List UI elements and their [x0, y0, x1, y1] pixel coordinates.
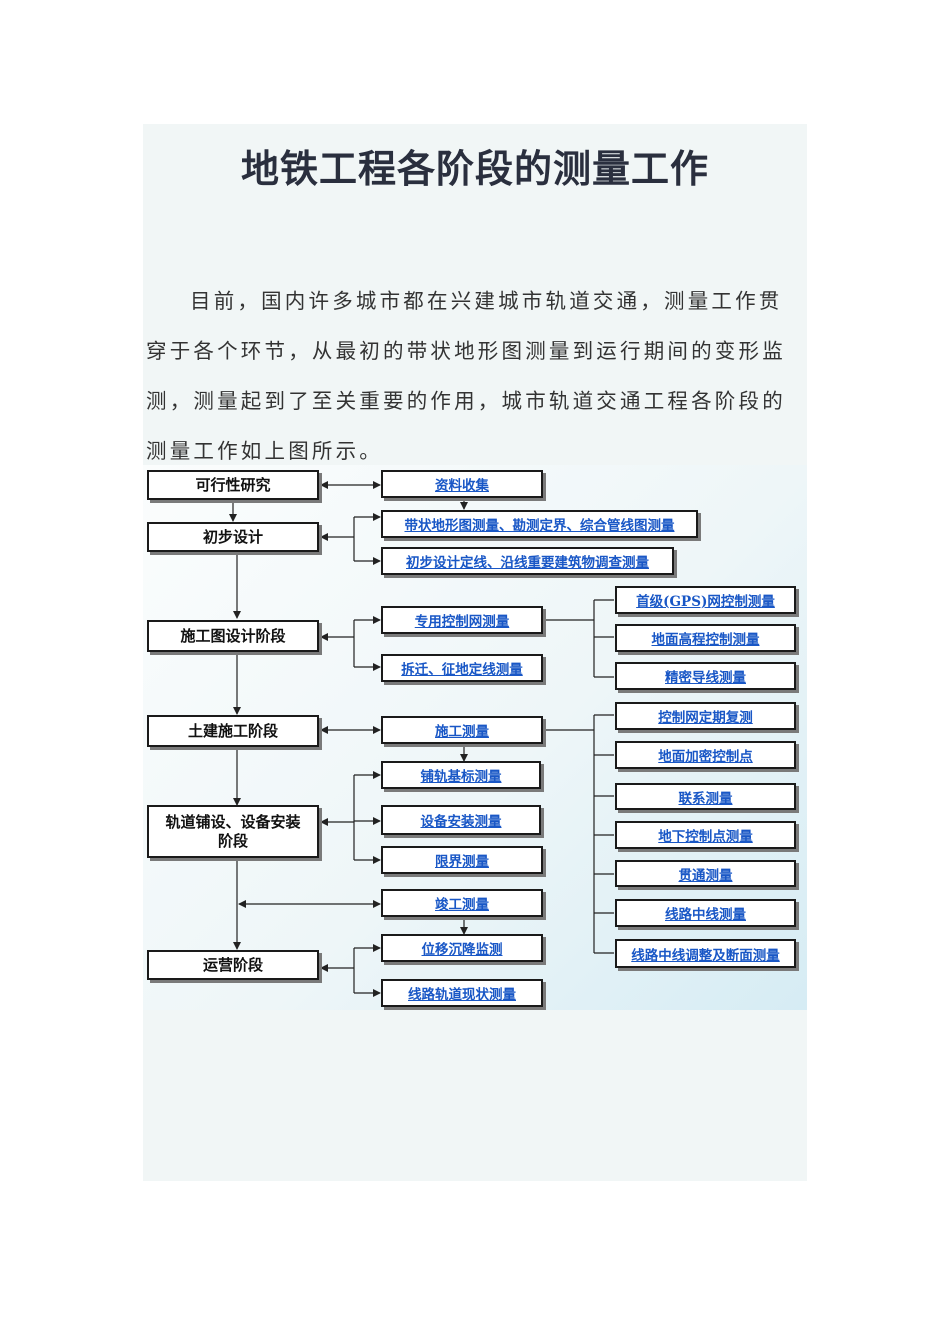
subtask-breakthrough: 贯通测量 — [615, 860, 796, 887]
subtask-densify-control: 地面加密控制点 — [615, 741, 796, 769]
subtask-connection-survey: 联系测量 — [615, 783, 796, 810]
task-construction-survey: 施工测量 — [381, 716, 543, 744]
task-strip-topographic: 带状地形图测量、勘测定界、综合管线图测量 — [381, 510, 698, 538]
stage-feasibility: 可行性研究 — [147, 470, 319, 500]
stage-track-equipment: 轨道铺设、设备安装阶段 — [147, 805, 319, 858]
stage-operation: 运营阶段 — [147, 950, 319, 980]
stage-civil-construction: 土建施工阶段 — [147, 715, 319, 747]
flowchart-connectors — [229, 481, 614, 997]
task-settlement-monitoring: 位移沉降监测 — [381, 934, 543, 962]
subtask-elevation-control: 地面高程控制测量 — [615, 624, 796, 652]
subtask-underground-control: 地下控制点测量 — [615, 821, 796, 849]
paragraph-text: 目前，国内许多城市都在兴建城市轨道交通，测量工作贯穿于各个环节，从最初的带状地形… — [146, 289, 786, 463]
task-control-network: 专用控制网测量 — [381, 606, 543, 634]
task-data-collection: 资料收集 — [381, 470, 543, 498]
task-clearance: 限界测量 — [381, 846, 543, 874]
subtask-gps-network: 首级(GPS)网控制测量 — [615, 586, 796, 614]
subtask-centerline: 线路中线测量 — [615, 899, 796, 927]
subtask-precise-traverse: 精密导线测量 — [615, 662, 796, 690]
survey-flowchart: 可行性研究 初步设计 施工图设计阶段 土建施工阶段 轨道铺设、设备安装阶段 运营… — [143, 465, 807, 1010]
stage-construction-drawing: 施工图设计阶段 — [147, 620, 319, 652]
subtask-periodic-resurvey: 控制网定期复测 — [615, 702, 796, 730]
page-title: 地铁工程各阶段的测量工作 — [240, 147, 709, 191]
task-preliminary-alignment: 初步设计定线、沿线重要建筑物调查测量 — [381, 547, 674, 575]
task-track-status: 线路轨道现状测量 — [381, 979, 543, 1007]
task-demolition-survey: 拆迁、征地定线测量 — [381, 654, 543, 682]
task-track-base: 铺轨基标测量 — [381, 761, 541, 789]
stage-preliminary-design: 初步设计 — [147, 522, 319, 552]
task-equipment-installation: 设备安装测量 — [381, 805, 541, 835]
task-completion: 竣工测量 — [381, 889, 543, 917]
subtask-centerline-adjust-section: 线路中线调整及断面测量 — [615, 939, 796, 968]
intro-paragraph: 目前，国内许多城市都在兴建城市轨道交通，测量工作贯穿于各个环节，从最初的带状地形… — [146, 276, 796, 476]
